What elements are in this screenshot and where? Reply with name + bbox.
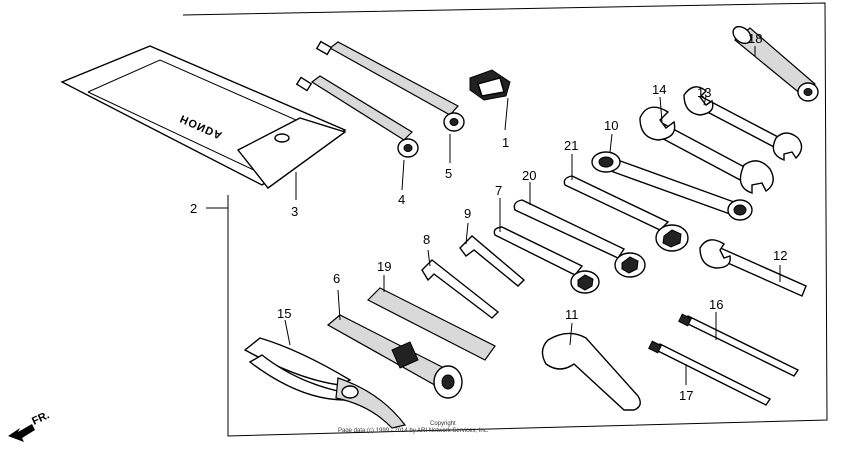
callout-17: 17 <box>679 388 693 403</box>
callout-12: 12 <box>773 248 787 263</box>
callout-14: 14 <box>652 82 666 97</box>
callout-2: 2 <box>190 201 197 216</box>
copyright-line-1: Copyright <box>430 421 456 427</box>
callout-7: 7 <box>495 183 502 198</box>
callout-13: 13 <box>697 85 711 100</box>
screwdriver-handle-18 <box>732 25 819 102</box>
callout-3: 3 <box>291 204 298 219</box>
copyright-line-2: Page data (c) 1999 - 2014 by ARI Network… <box>338 428 489 434</box>
spark-plug-wrench-6 <box>326 314 463 399</box>
pliers-15 <box>243 337 407 429</box>
tool-pouch: HONDA <box>60 45 347 189</box>
box-spanner-7 <box>493 226 600 294</box>
open-wrench-12 <box>699 239 807 297</box>
callout-9: 9 <box>464 206 471 221</box>
front-label: FR. <box>30 409 51 427</box>
screwdriver-16 <box>678 313 800 377</box>
tube-19 <box>366 287 496 361</box>
extension-bar-5 <box>315 40 465 132</box>
callout-8: 8 <box>423 232 430 247</box>
callout-10: 10 <box>604 118 618 133</box>
wrench-13 <box>683 86 803 162</box>
hex-key-9 <box>459 235 526 287</box>
callout-20: 20 <box>522 168 536 183</box>
extension-bar-4 <box>295 75 419 158</box>
front-arrow-icon: FR. <box>8 409 51 442</box>
hex-key-8 <box>421 259 500 319</box>
callout-16: 16 <box>709 297 723 312</box>
wrench-14 <box>639 106 774 194</box>
callout-21: 21 <box>564 138 578 153</box>
callout-11: 11 <box>565 307 579 322</box>
screwdriver-17 <box>648 340 772 406</box>
box-spanner-21 <box>563 175 689 252</box>
callout-5: 5 <box>445 166 452 181</box>
clip-part-1 <box>469 69 511 101</box>
frame-border <box>182 2 828 437</box>
leader-lines <box>206 46 781 385</box>
callout-18: 18 <box>748 31 762 46</box>
pin-spanner-11 <box>541 332 641 411</box>
callout-4: 4 <box>398 192 405 207</box>
ring-wrench-10 <box>591 151 753 221</box>
callout-15: 15 <box>277 306 291 321</box>
callout-6: 6 <box>333 271 340 286</box>
box-spanner-20 <box>513 199 646 278</box>
callout-1: 1 <box>502 135 509 150</box>
callout-19: 19 <box>377 259 391 274</box>
